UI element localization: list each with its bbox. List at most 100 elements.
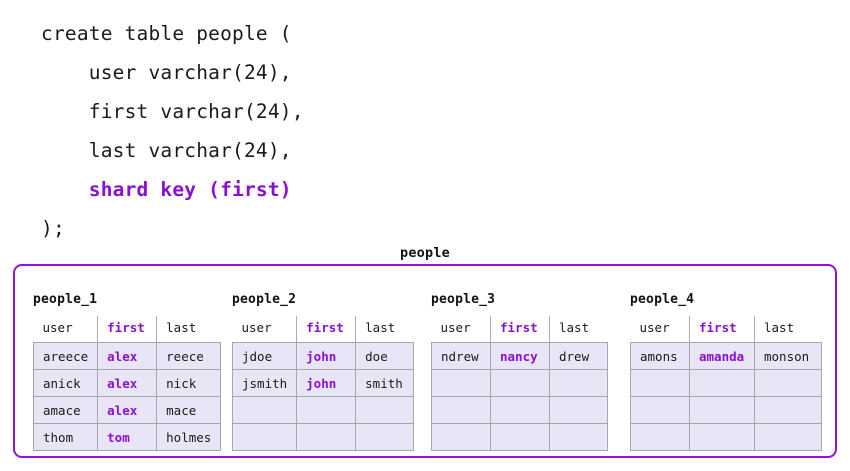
table-cell-empty bbox=[754, 423, 822, 451]
table-cell-empty bbox=[431, 423, 491, 451]
shard-title: people_2 bbox=[232, 292, 297, 307]
table-cell-empty bbox=[355, 396, 415, 424]
column-header-last: last bbox=[166, 320, 197, 335]
code-line-6: ); bbox=[41, 217, 65, 240]
table-cell-empty bbox=[549, 423, 608, 451]
table-name-label: people bbox=[400, 245, 450, 261]
table-cell-empty bbox=[231, 396, 298, 424]
table-cell: amons bbox=[630, 342, 690, 370]
table-cell: areece bbox=[32, 342, 99, 370]
column-header-last: last bbox=[559, 320, 590, 335]
code-line-2: user varchar(24), bbox=[41, 61, 292, 84]
code-line-5: shard key (first) bbox=[41, 178, 292, 201]
table-row bbox=[431, 369, 608, 397]
table-cell: thom bbox=[32, 423, 99, 451]
table-cell-empty bbox=[231, 423, 298, 451]
table-cell: nick bbox=[156, 369, 222, 397]
table-cell-empty bbox=[431, 396, 491, 424]
table-row bbox=[231, 396, 415, 424]
column-header-user: user bbox=[33, 316, 99, 343]
table-cell: amace bbox=[32, 396, 99, 424]
table-cell: john bbox=[296, 369, 357, 397]
table-cell-empty bbox=[689, 369, 755, 397]
table-cell-empty bbox=[490, 396, 550, 424]
table-row bbox=[431, 396, 608, 424]
table-cell-empty bbox=[355, 423, 415, 451]
column-header-first: first bbox=[296, 316, 357, 343]
column-header-last: last bbox=[365, 320, 396, 335]
table-cell-empty bbox=[490, 423, 550, 451]
table-row bbox=[630, 423, 822, 451]
table-cell: alex bbox=[97, 342, 158, 370]
column-header-first: first bbox=[689, 316, 755, 343]
shard-title: people_4 bbox=[630, 292, 695, 307]
table-cell-empty bbox=[549, 396, 608, 424]
shard-title: people_1 bbox=[33, 292, 98, 307]
table-cell-empty bbox=[630, 423, 690, 451]
table-row bbox=[630, 369, 822, 397]
table-cell: holmes bbox=[156, 423, 222, 451]
shard-title: people_3 bbox=[431, 292, 496, 307]
table-cell-empty bbox=[431, 369, 491, 397]
table-cell: jsmith bbox=[231, 369, 298, 397]
table-cell: amanda bbox=[689, 342, 755, 370]
column-header-user: user bbox=[431, 316, 491, 343]
code-line-3: first varchar(24), bbox=[41, 100, 304, 123]
table-cell-empty bbox=[296, 423, 357, 451]
table-cell-empty bbox=[296, 396, 357, 424]
table-cell: anick bbox=[32, 369, 99, 397]
table-cell: smith bbox=[355, 369, 415, 397]
table-cell: nancy bbox=[490, 342, 550, 370]
table-cell: mace bbox=[156, 396, 222, 424]
table-cell: alex bbox=[97, 369, 158, 397]
column-header-user: user bbox=[232, 316, 298, 343]
column-header-last: last bbox=[764, 320, 795, 335]
table-cell: ndrew bbox=[431, 342, 491, 370]
table-cell-empty bbox=[630, 396, 690, 424]
table-cell-empty bbox=[630, 369, 690, 397]
table-cell-empty bbox=[754, 396, 822, 424]
table-cell: alex bbox=[97, 396, 158, 424]
table-cell-empty bbox=[754, 369, 822, 397]
table-cell-empty bbox=[689, 423, 755, 451]
table-cell-empty bbox=[549, 369, 608, 397]
code-line-4: last varchar(24), bbox=[41, 139, 292, 162]
table-cell-empty bbox=[490, 369, 550, 397]
table-row bbox=[630, 396, 822, 424]
table-cell: drew bbox=[549, 342, 608, 370]
code-line-1: create table people ( bbox=[41, 22, 292, 45]
table-cell: doe bbox=[355, 342, 415, 370]
table-row bbox=[431, 423, 608, 451]
table-cell: john bbox=[296, 342, 357, 370]
column-header-first: first bbox=[490, 316, 550, 343]
table-cell: reece bbox=[156, 342, 222, 370]
table-cell: monson bbox=[754, 342, 822, 370]
column-header-user: user bbox=[630, 316, 690, 343]
table-cell: jdoe bbox=[231, 342, 298, 370]
sql-code-block: create table people ( user varchar(24), … bbox=[41, 14, 641, 248]
table-cell: tom bbox=[97, 423, 158, 451]
column-header-first: first bbox=[97, 316, 158, 343]
table-row bbox=[231, 423, 415, 451]
